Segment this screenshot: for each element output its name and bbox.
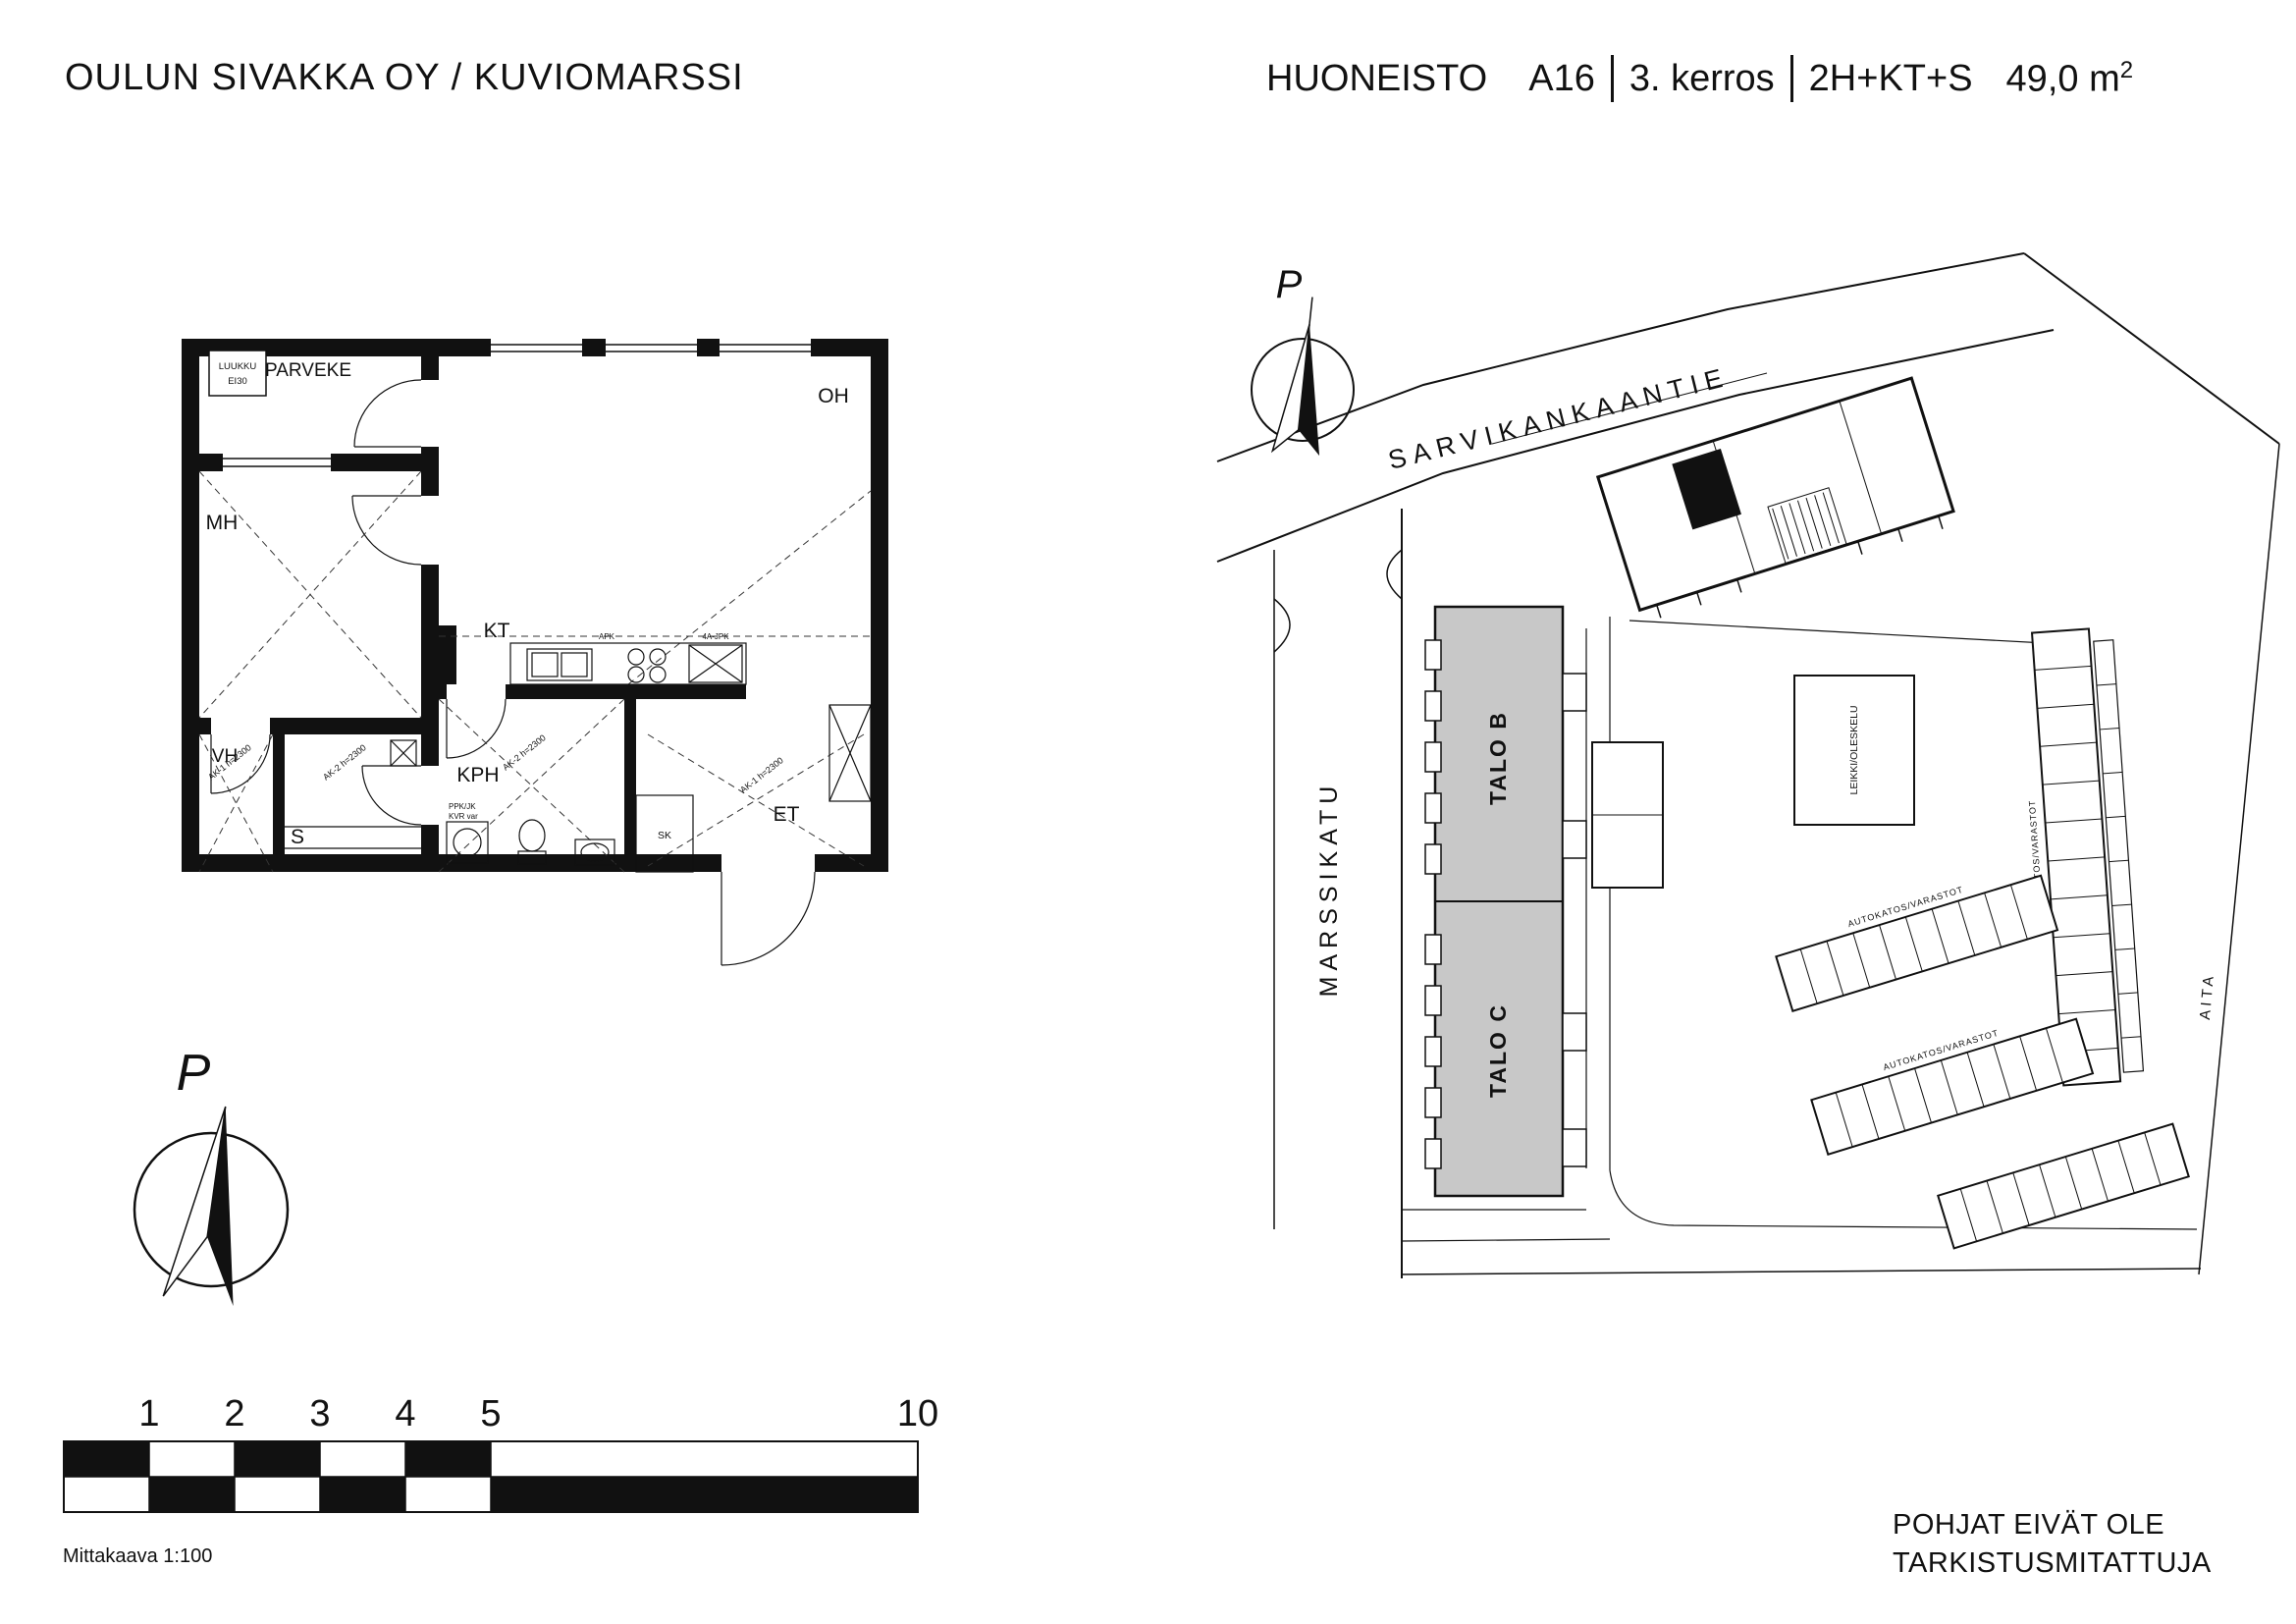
sauna-stove (390, 739, 417, 767)
scale-caption: Mittakaava 1:100 (63, 1545, 213, 1567)
carport-row-3 (1937, 1122, 2190, 1250)
sauna-fixtures (285, 739, 421, 849)
annotation-sk: SK (658, 830, 671, 841)
room-label-kt: KT (484, 620, 510, 642)
play-area: LEIKKI/OLESKELU (1793, 675, 1915, 826)
washbasin (574, 839, 615, 866)
floor-plan-annotations: AK-1 h=2300 AK-2 h=2300 AK-2 h=2300 AK-1… (206, 632, 785, 841)
annotation-kvr: KVR var (449, 812, 478, 821)
disclaimer-line-1: POHJAT EIVÄT OLE (1893, 1509, 2165, 1541)
annotation-apk: APK (599, 632, 615, 641)
annotation-ak1-et: AK-1 h=2300 (738, 755, 785, 794)
room-label-et: ET (774, 803, 800, 826)
room-label-s: S (291, 826, 304, 848)
apartment-header: HUONEISTO A16 3. kerros 2H+KT+S 49,0 m2 (1266, 55, 2133, 102)
room-label-kph: KPH (456, 764, 499, 786)
header-divider (1610, 55, 1614, 102)
site-boundaries (1216, 252, 2280, 1278)
scale-tick-2: 2 (224, 1393, 244, 1435)
annotation-ak2-kph: AK-2 h=2300 (501, 732, 548, 772)
fridge (688, 644, 743, 683)
building-a (1595, 376, 1955, 619)
luukku-label-2: EI30 (228, 376, 247, 387)
parking-column: AUTOKATOS/VARASTOT (2027, 627, 2145, 1087)
apartment-layout: 2H+KT+S (1808, 57, 1973, 99)
floor-plan-walls (182, 339, 888, 872)
washing-machine (446, 821, 489, 864)
kitchen-fixtures (509, 642, 747, 685)
building-label-talo-c: TALO C (1485, 1003, 1511, 1098)
door-arcs (210, 379, 816, 966)
scale-tick-10: 10 (897, 1393, 938, 1435)
stove-burner (627, 648, 645, 666)
site-north-arrow: P (1251, 263, 1355, 457)
apartment-id: A16 (1528, 57, 1595, 99)
balcony-notches (1424, 639, 1587, 1169)
room-label-vh: VH (212, 746, 238, 767)
site-plan: TALO B TALO C LEIKKI/OLESKELU AUTOKATOS/… (1216, 252, 2280, 1278)
annotation-ak2-s: AK-2 h=2300 (321, 742, 368, 782)
room-label-mh: MH (206, 512, 239, 534)
scale-bar: 1 2 3 4 5 10 (63, 1393, 938, 1513)
scale-tick-3: 3 (309, 1393, 330, 1435)
carport-row-2: AUTOKATOS/VARASTOT (1810, 1017, 2095, 1156)
annotation-jpk: 4A-JPK (702, 632, 729, 641)
north-label: P (177, 1045, 211, 1102)
disclaimer: POHJAT EIVÄT OLE TARKISTUSMITATTUJA (1893, 1506, 2212, 1583)
building-bc: TALO B TALO C (1424, 605, 1587, 1198)
closet-sk (635, 794, 694, 873)
apartment-label: HUONEISTO (1266, 57, 1488, 99)
apartment-area-value: 49,0 m (2005, 58, 2120, 100)
luukku-box (208, 350, 267, 397)
floor-plan: LUUKKU EI30 (182, 339, 888, 966)
annotation-ppk: PPK/JK (449, 802, 476, 811)
play-area-label: LEIKKI/OLESKELU (1848, 705, 1860, 794)
header-divider (1789, 55, 1793, 102)
outbuilding (1591, 741, 1664, 889)
scale-bar-blocks (64, 1441, 918, 1512)
stairwell (1672, 448, 1741, 530)
scale-tick-5: 5 (480, 1393, 501, 1435)
carport-row-1: AUTOKATOS/VARASTOT (1775, 874, 2059, 1012)
street-label-marssikatu: MARSSIKATU (1315, 781, 1343, 998)
site-north-label: P (1276, 263, 1303, 306)
north-arrow: P (133, 1045, 290, 1307)
hall-closets (635, 704, 872, 873)
project-title: OULUN SIVAKKA OY / KUVIOMARSSI (65, 57, 744, 98)
sauna-benches (285, 826, 421, 849)
scale-tick-1: 1 (138, 1393, 159, 1435)
building-label-talo-b: TALO B (1485, 711, 1511, 805)
disclaimer-line-2: TARKISTUSMITATTUJA (1893, 1547, 2212, 1579)
toilet (518, 819, 546, 852)
wardrobe (828, 704, 872, 802)
bathroom-fixtures (446, 819, 615, 866)
luukku-label-1: LUUKKU (219, 361, 257, 372)
room-label-oh: OH (818, 385, 849, 407)
ceiling-dashed-lines (198, 470, 872, 873)
window (223, 344, 811, 467)
apartment-floor: 3. kerros (1629, 57, 1775, 99)
scale-tick-4: 4 (395, 1393, 415, 1435)
apartment-area-exponent: 2 (2119, 56, 2134, 83)
fence-label-aita: AITA (2197, 972, 2217, 1021)
apartment-area: 49,0 m2 (2006, 57, 2134, 101)
room-label-parveke: PARVEKE (265, 360, 351, 381)
kitchen-sink (526, 648, 593, 681)
